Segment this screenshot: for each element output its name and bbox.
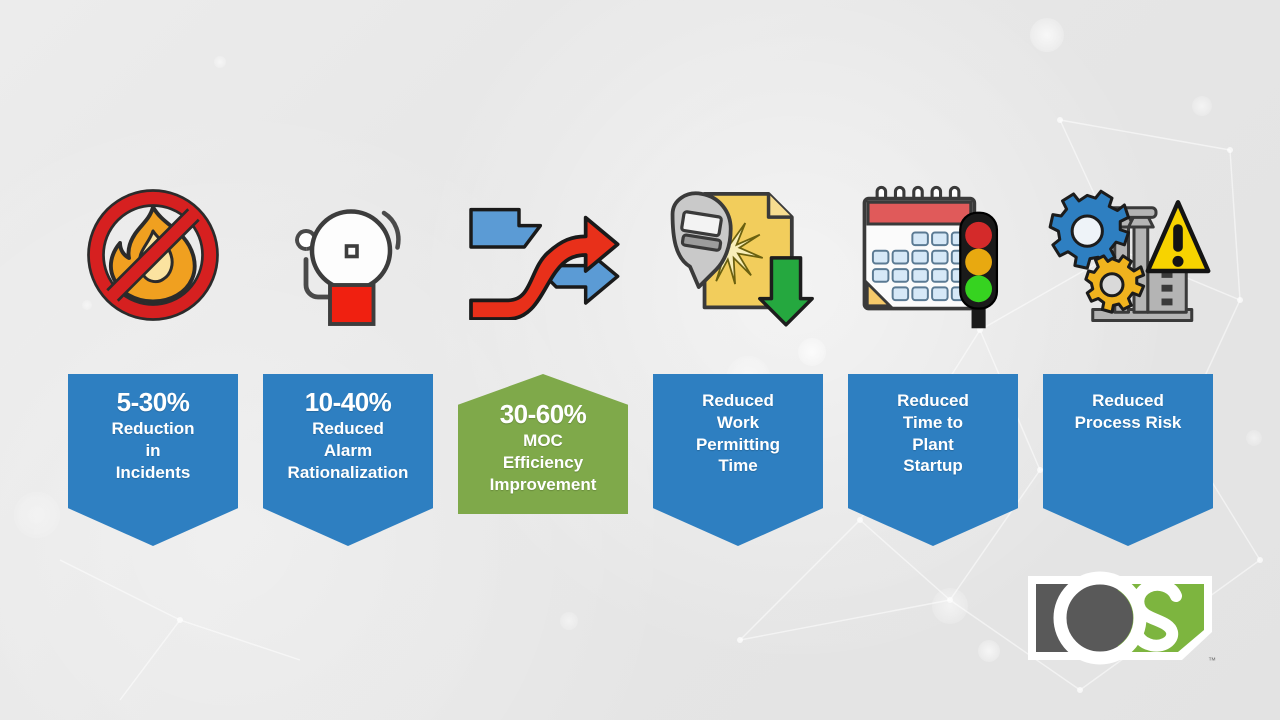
welding-permit-icon [670, 190, 814, 327]
banner-reduced-time-to-plant-startup[interactable]: Reduced Time to Plant Startup [848, 374, 1018, 546]
banner-label: Reduced Time to Plant Startup [897, 391, 969, 476]
banner-percent: 10-40% [304, 387, 392, 417]
icon-cell-5 [848, 172, 1018, 337]
no-fire-icon [87, 188, 219, 321]
bokeh-circle [214, 56, 226, 68]
os-logo-mark [1028, 571, 1212, 665]
icon-cell-6 [1043, 172, 1213, 337]
banner-reduced-work-permitting-time[interactable]: Reduced Work Permitting Time [653, 374, 823, 546]
banner-moc-efficiency-improvement[interactable]: 30-60% MOC Efficiency Improvement [458, 374, 628, 514]
banner-reduced-process-risk[interactable]: Reduced Process Risk [1043, 374, 1213, 546]
icon-cell-4 [653, 172, 823, 337]
bokeh-circle [1030, 18, 1064, 52]
bokeh-circle [1192, 96, 1212, 116]
banner-label: Reduced Work Permitting Time [695, 391, 781, 476]
calendar-traffic-light-icon [862, 185, 998, 328]
banner-label: Reduced Process Risk [1074, 391, 1182, 432]
gears-plant-warning-icon [1048, 189, 1210, 323]
banner-label: MOC Efficiency Improvement [489, 431, 597, 494]
alarm-bell-icon [295, 208, 401, 326]
trademark-symbol: ™ [1208, 656, 1216, 665]
banner-label: Reduction in Incidents [111, 419, 195, 482]
banner-label: Reduced Alarm Rationalization [287, 419, 409, 482]
icon-cell-2 [263, 172, 433, 337]
banner-percent: 5-30% [116, 387, 190, 417]
shuffle-arrows-icon [469, 207, 620, 320]
bokeh-circle [978, 640, 1000, 662]
icon-row [0, 172, 1280, 344]
banner-percent: 30-60% [499, 399, 587, 429]
banner-reduced-alarm-rationalization[interactable]: 10-40% Reduced Alarm Rationalization [263, 374, 433, 546]
icon-cell-3 [458, 172, 628, 337]
icon-cell-1 [68, 172, 238, 337]
os-logo[interactable]: ™ [1022, 570, 1218, 666]
bokeh-circle [932, 588, 968, 624]
banner-reduction-in-incidents[interactable]: 5-30% Reduction in Incidents [68, 374, 238, 546]
bokeh-circle [560, 612, 578, 630]
banner-row: 5-30% Reduction in Incidents 10-40% Redu… [0, 374, 1280, 574]
